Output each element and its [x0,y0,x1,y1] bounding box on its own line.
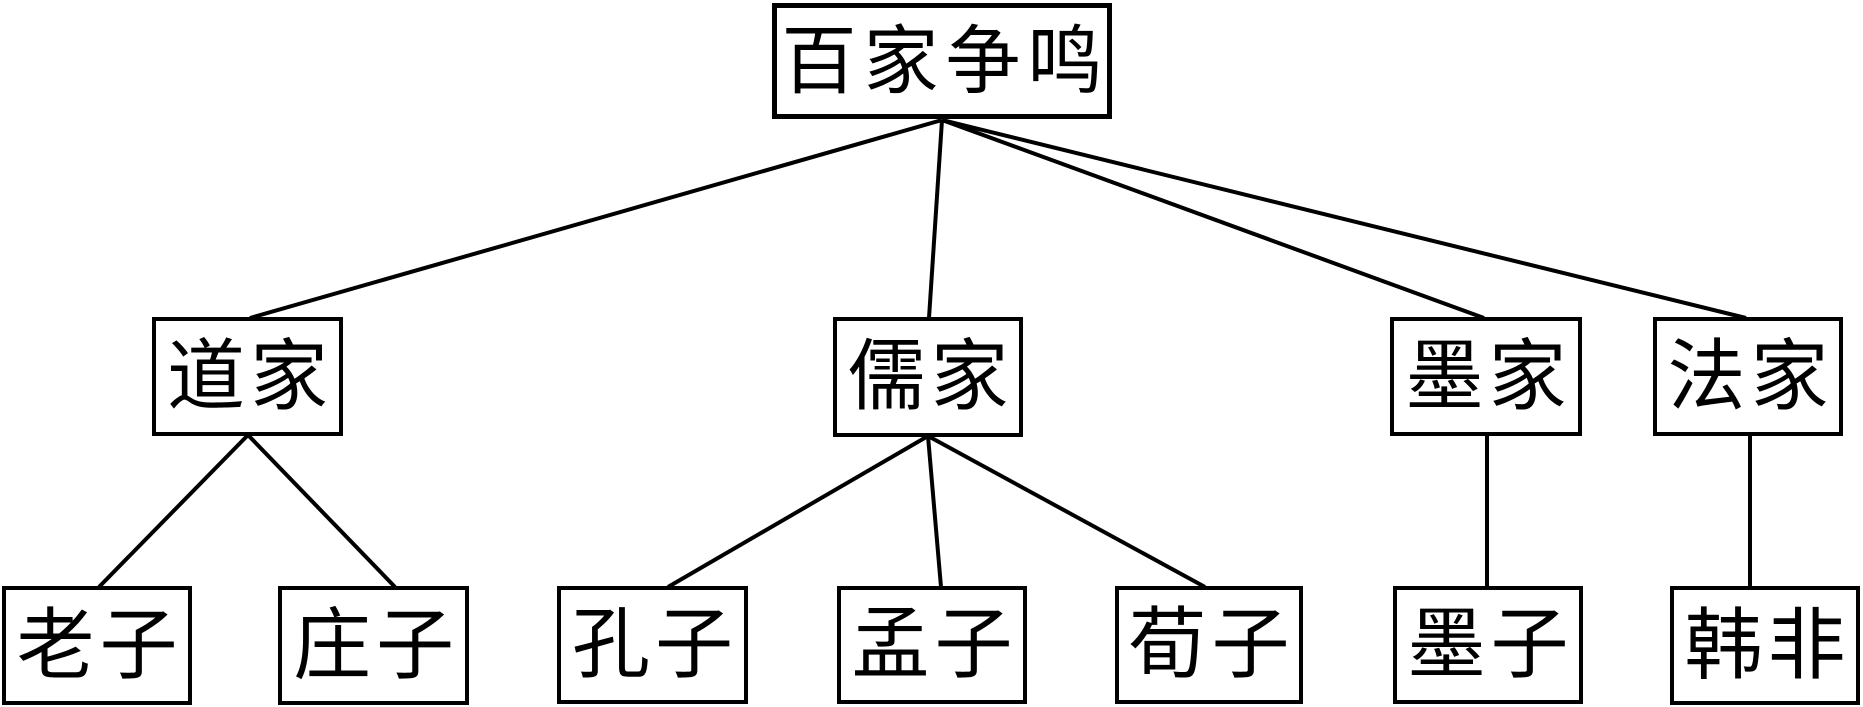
node-thinker-mozi: 墨子 [1393,586,1583,704]
node-school-confucianism: 儒家 [833,317,1023,437]
edge-daoism-zhuangzi [246,433,397,589]
edge-root-mohism [941,118,1485,320]
edge-daoism-laozi [97,433,250,589]
edge-root-daoism [249,118,943,320]
node-school-daoism: 道家 [152,317,343,436]
node-school-mohism: 墨家 [1390,317,1582,436]
edge-confucianism-mengzi [926,435,943,588]
node-thinker-laozi: 老子 [2,586,192,705]
node-thinker-kongzi: 孔子 [557,586,748,704]
node-school-legalism: 法家 [1653,317,1843,436]
edge-confucianism-xunzi [927,434,1206,589]
node-thinker-zhuangzi: 庄子 [278,586,469,705]
node-hundred-schools: 百家争鸣 [772,3,1112,119]
edge-root-legalism [941,118,1747,320]
edge-confucianism-kongzi [666,434,930,589]
node-thinker-mengzi: 孟子 [837,586,1027,704]
edge-root-confucianism [927,119,944,319]
node-thinker-hanfei: 韩非 [1670,586,1860,705]
node-thinker-xunzi: 荀子 [1115,586,1303,704]
